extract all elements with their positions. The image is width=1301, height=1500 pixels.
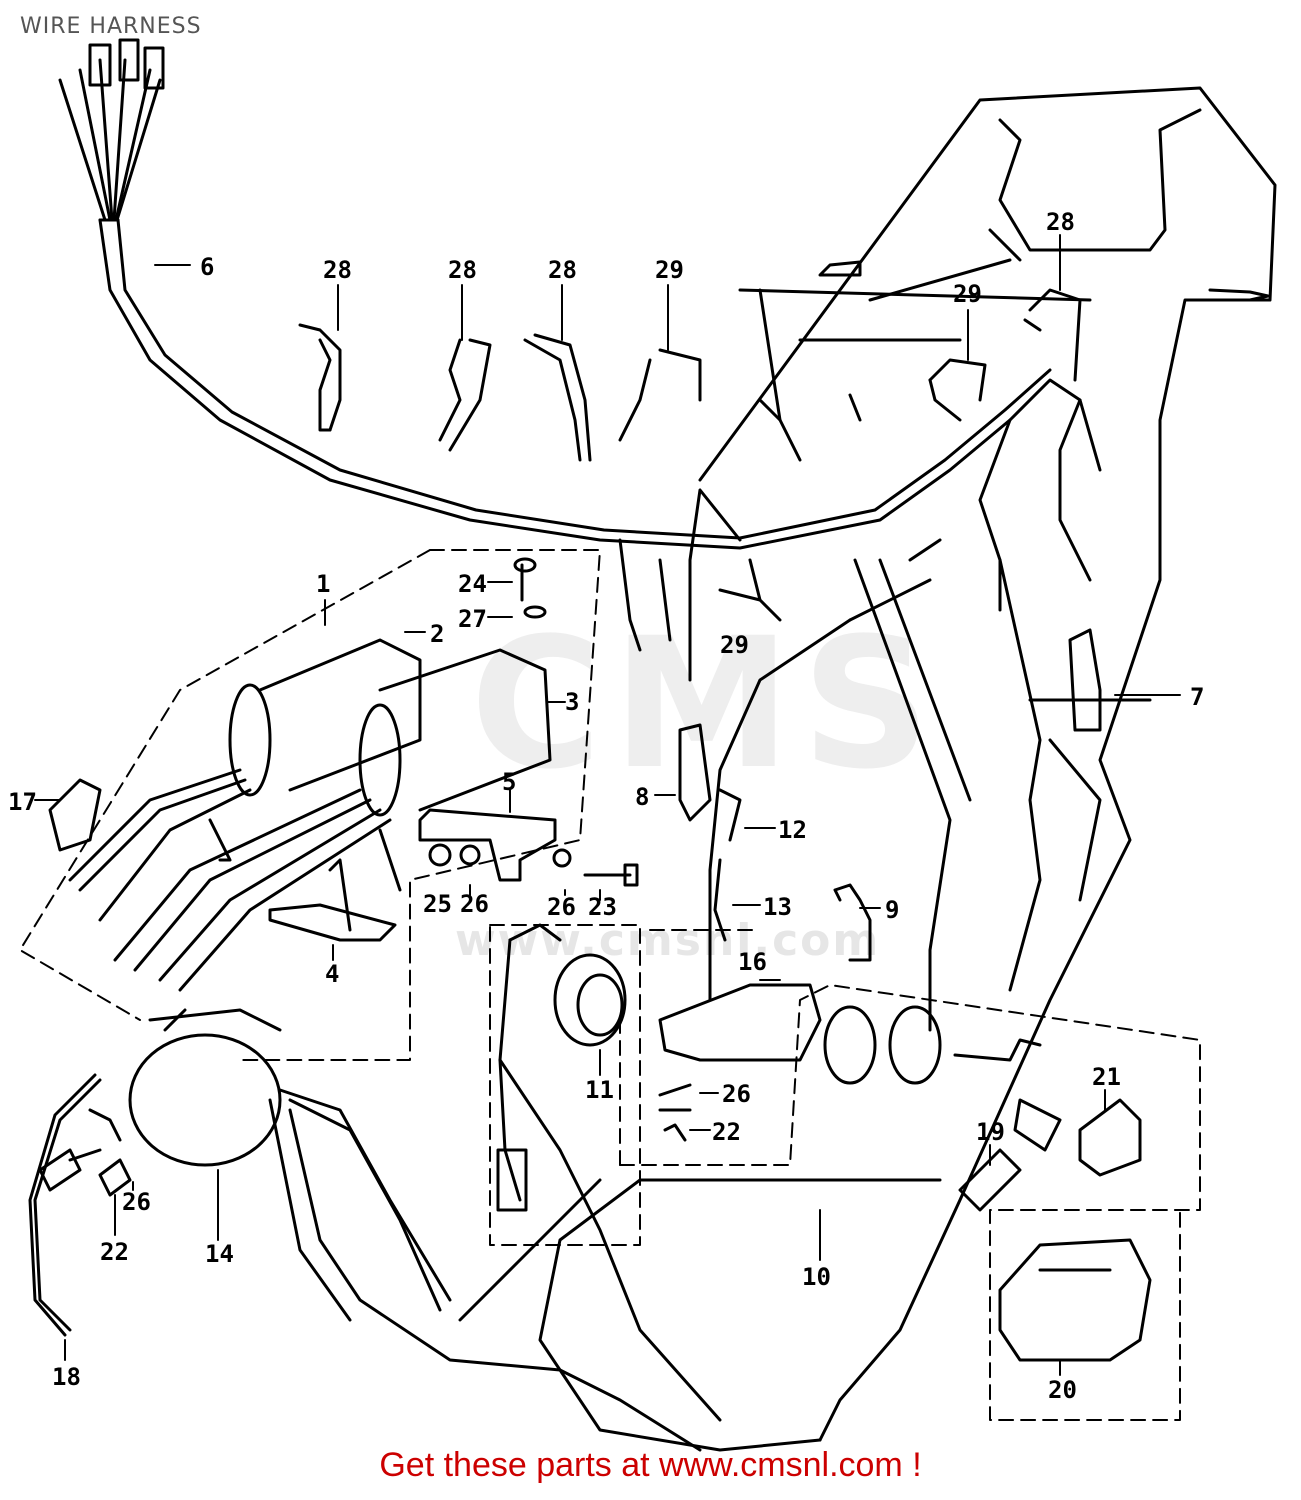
callout-12: 12 [778, 816, 807, 844]
callout-16: 16 [738, 948, 767, 976]
footer-link-text[interactable]: Get these parts at www.cmsnl.com ! [379, 1446, 922, 1484]
callout-17: 17 [8, 788, 37, 816]
callout-20: 20 [1048, 1376, 1077, 1404]
harness-clamps [298, 288, 1082, 622]
callout-22a: 22 [100, 1238, 129, 1266]
callout-26d: 26 [122, 1188, 151, 1216]
callout-6: 6 [200, 253, 214, 281]
callout-27: 27 [458, 605, 487, 633]
callout-26a: 26 [460, 890, 489, 918]
callout-8: 8 [635, 783, 649, 811]
callout-5: 5 [502, 768, 516, 796]
callout-10: 10 [802, 1263, 831, 1291]
callout-26b: 26 [547, 893, 576, 921]
group-outlines [19, 549, 1201, 1421]
callout-29a: 29 [655, 256, 684, 284]
small-parts [48, 557, 1102, 962]
page-title: WIRE HARNESS [20, 14, 202, 39]
callout-18: 18 [52, 1363, 81, 1391]
callout-11: 11 [585, 1076, 614, 1104]
horn [128, 1008, 452, 1312]
main-harness [98, 218, 1102, 1002]
callout-22b: 22 [712, 1118, 741, 1146]
harness-connectors [58, 38, 165, 222]
callout-28a: 28 [323, 256, 352, 284]
switches [28, 923, 1152, 1362]
callout-7: 7 [1190, 683, 1204, 711]
callout-13: 13 [763, 893, 792, 921]
callout-2: 2 [430, 620, 444, 648]
callout-4: 4 [325, 960, 339, 988]
callout-19: 19 [976, 1118, 1005, 1146]
callout-9: 9 [885, 896, 899, 924]
callout-28b: 28 [448, 256, 477, 284]
callout-25: 25 [423, 890, 452, 918]
callout-14: 14 [205, 1240, 234, 1268]
callout-labels: 1 2 3 4 5 6 7 8 9 10 11 12 13 14 16 17 1… [8, 208, 1204, 1404]
callout-28c: 28 [548, 256, 577, 284]
callout-3: 3 [565, 688, 579, 716]
callout-24: 24 [458, 570, 487, 598]
callout-26c: 26 [722, 1080, 751, 1108]
watermark-url: www.cmsnl.com [455, 915, 881, 966]
callout-29b: 29 [953, 280, 982, 308]
callout-1: 1 [316, 570, 330, 598]
callout-28d: 28 [1046, 208, 1075, 236]
motorcycle-frame [268, 86, 1277, 1452]
callout-23: 23 [588, 893, 617, 921]
callout-29c: 29 [720, 631, 749, 659]
callout-21: 21 [1092, 1063, 1121, 1091]
ignition-coils [68, 638, 552, 992]
leader-lines [34, 234, 1181, 1376]
